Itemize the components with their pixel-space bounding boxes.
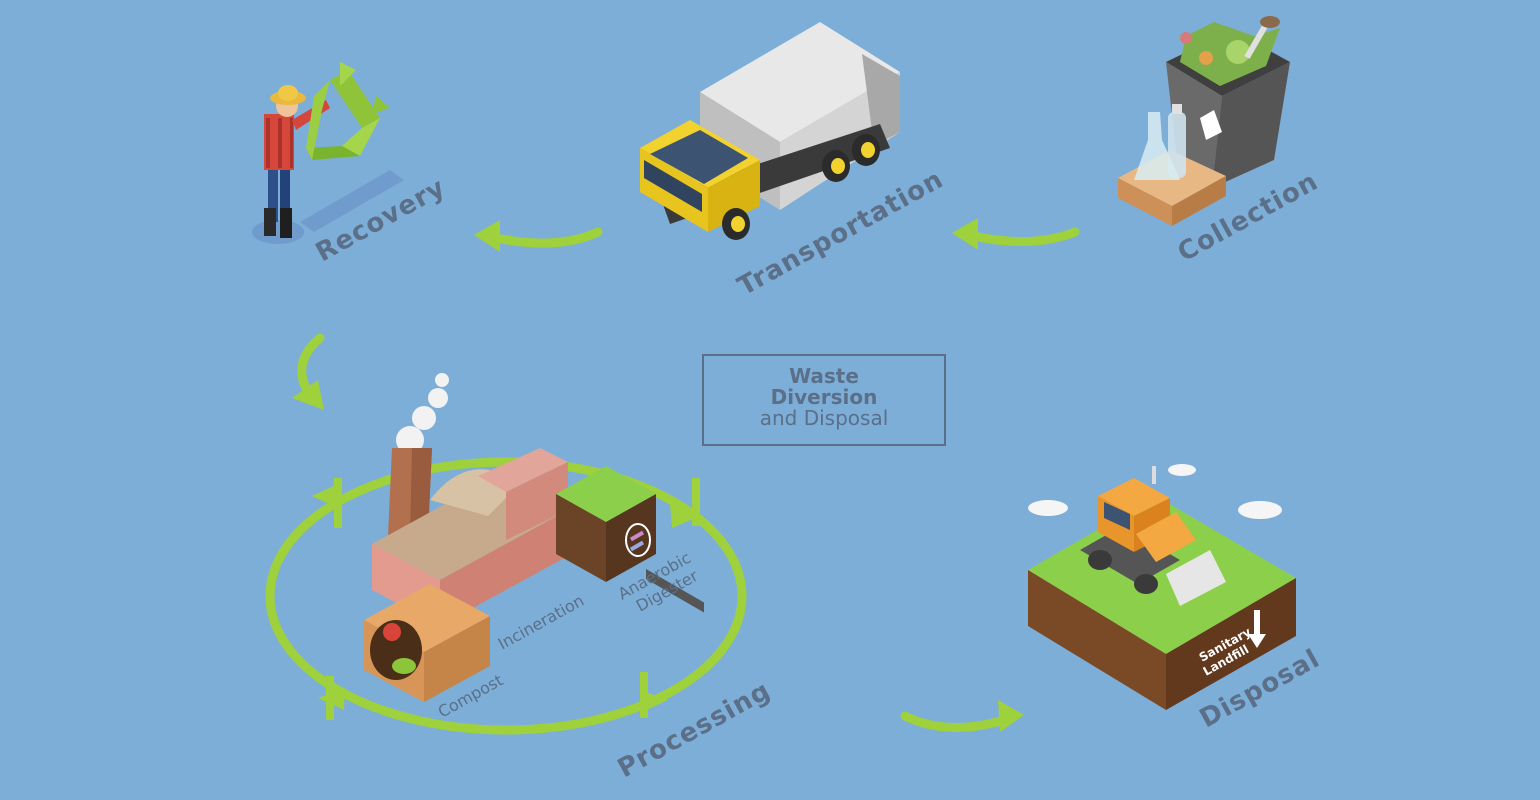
arrow-transportation-to-recovery (474, 220, 603, 252)
arrow-recovery-to-processing (292, 333, 325, 410)
arrow-processing-to-disposal (900, 700, 1024, 733)
anaerobic-digester-illustration (556, 466, 656, 582)
sanitary-landfill-illustration (1028, 464, 1296, 710)
incineration-plant-illustration (372, 373, 568, 626)
title-line-3: and Disposal (759, 406, 889, 430)
bulldozer-illustration (1080, 466, 1226, 606)
title-line-1: Waste (789, 364, 859, 388)
title-box: Waste Diversion and Disposal (702, 354, 946, 446)
label-incineration: Incineration (495, 591, 587, 654)
recycle-symbol-icon (306, 62, 390, 160)
bin-recycle-icon (1200, 110, 1222, 140)
recovery-person-illustration (252, 85, 404, 244)
waste-bin-illustration (1118, 16, 1290, 226)
title-line-2: Diversion (770, 385, 878, 409)
arrow-collection-to-transportation (952, 218, 1080, 250)
processing-loop-ring (265, 457, 747, 735)
compost-bin-illustration (364, 584, 490, 702)
label-processing: Processing (613, 676, 776, 785)
garbage-truck-illustration (640, 22, 900, 613)
